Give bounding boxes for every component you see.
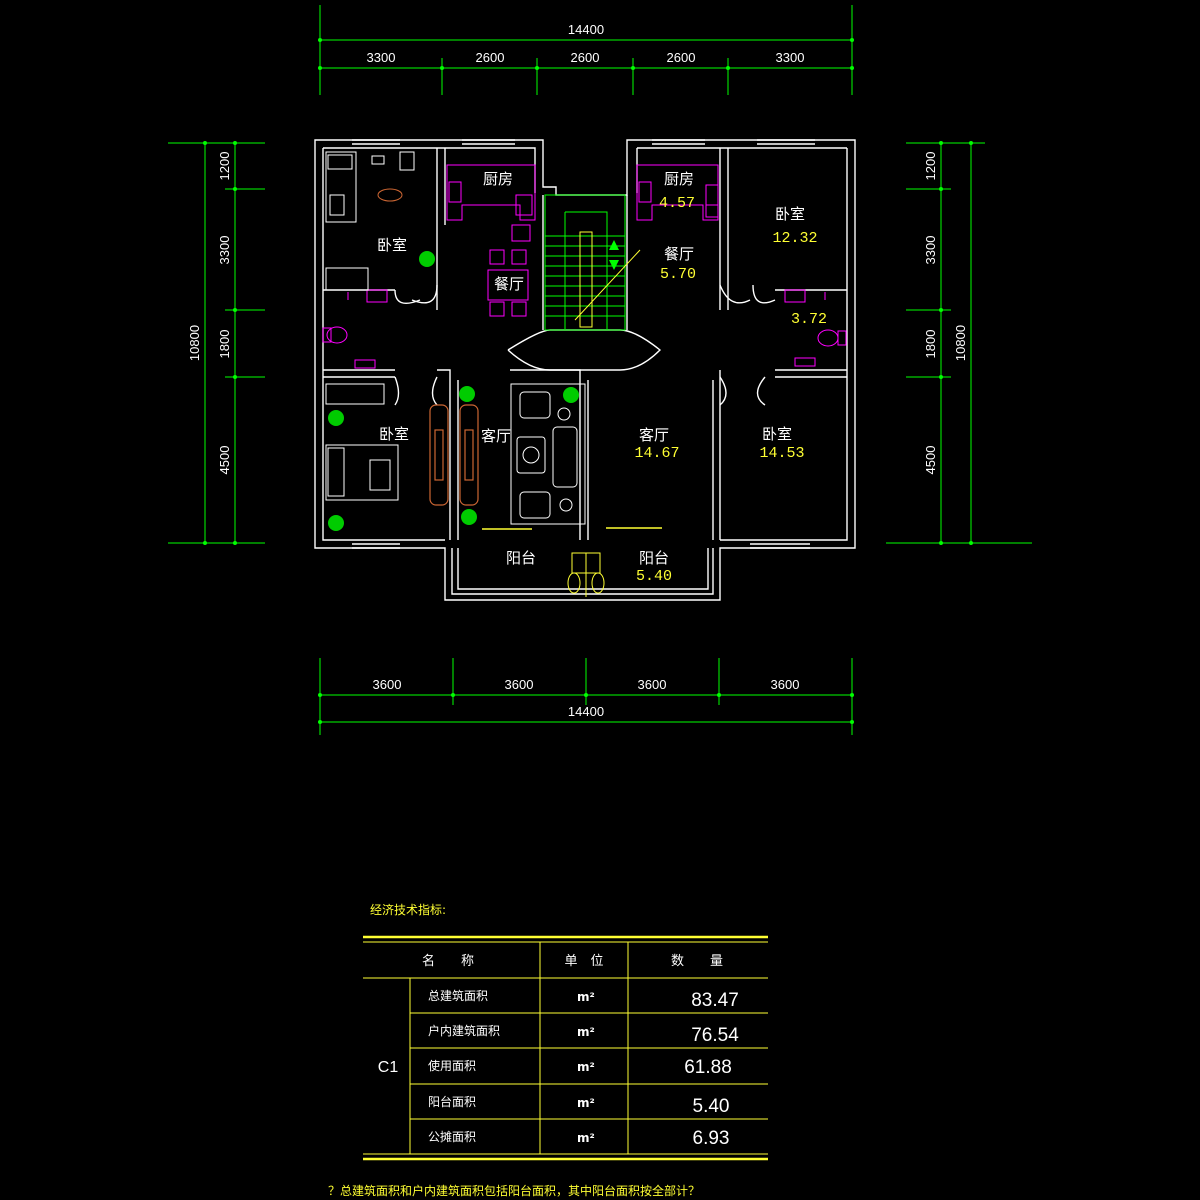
walls: [314, 139, 856, 601]
kitchen-fixtures: [446, 164, 719, 242]
right-segment-dimension: 1800: [923, 330, 938, 359]
table-row-value: 61.88: [684, 1057, 732, 1078]
left-total-dimension: 10800: [187, 325, 202, 361]
top-dimension-ticks: [318, 38, 854, 70]
top-total-dimension: 14400: [568, 22, 604, 37]
room-area-bedroom-right-top: 12.32: [772, 230, 817, 247]
table-title: 经济技术指标:: [370, 902, 446, 917]
bedroom-furniture: [325, 151, 415, 501]
room-area-bath-right: 3.72: [791, 311, 827, 328]
table-header-unit: 单 位: [564, 954, 603, 969]
left-segment-dimension: 3300: [217, 236, 232, 265]
right-total-dimension: 10800: [953, 325, 968, 361]
room-area-kitchen-right: 4.57: [659, 195, 695, 212]
room-label-balcony-left: 阳台: [506, 549, 536, 567]
balcony-furniture: [567, 552, 605, 597]
table-row-value: 76.54: [691, 1025, 739, 1046]
room-area-bedroom-right-bottom: 14.53: [759, 445, 804, 462]
bottom-segment-dimension: 3600: [771, 677, 800, 692]
top-segment-dimension: 2600: [571, 50, 600, 65]
bottom-segment-dimension: 3600: [505, 677, 534, 692]
room-label-balcony-right: 阳台: [639, 549, 669, 567]
sliding-doors: [482, 527, 662, 530]
table-row-unit: m²: [577, 1131, 595, 1145]
room-label-bedroom-left-top: 卧室: [377, 236, 407, 254]
bathroom-fixtures: [322, 289, 847, 369]
table-row-name: 公摊面积: [428, 1130, 476, 1144]
table-footnote: ？总建筑面积和户内建筑面积包括阳台面积，其中阳台面积按全部计？: [328, 1183, 700, 1198]
table-row-value: 5.40: [693, 1096, 730, 1117]
stair-direction-arrows: [609, 240, 619, 270]
room-label-bedroom-right-top: 卧室: [775, 205, 805, 223]
room-label-living-right: 客厅: [639, 426, 669, 444]
room-label-living-left: 客厅: [481, 427, 511, 445]
table-row-unit: m²: [577, 1025, 595, 1039]
top-segment-dimension: 2600: [667, 50, 696, 65]
room-area-balcony-right: 5.40: [636, 568, 672, 585]
room-label-bedroom-left-bottom: 卧室: [379, 425, 409, 443]
bottom-segment-dimension: 3600: [373, 677, 402, 692]
living-room-furniture: [510, 383, 586, 525]
left-segment-dimension: 1200: [217, 152, 232, 181]
table-row-name: 总建筑面积: [428, 988, 488, 1003]
top-segment-dimension: 3300: [367, 50, 396, 65]
right-segment-dimension: 4500: [923, 446, 938, 475]
room-label-kitchen-right: 厨房: [664, 170, 694, 188]
bottom-dimension-ticks: [318, 693, 854, 724]
top-dimension-lines: [319, 5, 853, 95]
bottom-total-dimension: 14400: [568, 704, 604, 719]
table-grid: [363, 935, 768, 1161]
right-segment-dimension: 3300: [923, 236, 938, 265]
plant-icons: [328, 251, 579, 531]
room-area-living-right: 14.67: [634, 445, 679, 462]
table-row-unit: m²: [577, 1060, 595, 1074]
table-group-label: C1: [378, 1059, 399, 1076]
left-dimension-lines: [168, 142, 265, 544]
table-header-name: 名 称: [422, 953, 474, 969]
table-row-value: 6.93: [693, 1128, 730, 1149]
room-label-bedroom-right-bottom: 卧室: [762, 425, 792, 443]
dining-table-living: [429, 404, 479, 506]
room-label-dining-right: 餐厅: [664, 245, 694, 263]
bottom-segment-dimension: 3600: [638, 677, 667, 692]
room-label-dining-left: 餐厅: [494, 275, 524, 293]
table-row-value: 83.47: [691, 990, 739, 1011]
right-dimension-lines: [886, 142, 1032, 544]
left-dimension-ticks: [203, 141, 237, 545]
room-label-kitchen-left: 厨房: [483, 170, 513, 188]
table-row-name: 阳台面积: [428, 1094, 476, 1109]
table-row-unit: m²: [577, 1096, 595, 1110]
table-row-name: 户内建筑面积: [428, 1023, 500, 1038]
left-segment-dimension: 1800: [217, 330, 232, 359]
right-segment-dimension: 1200: [923, 152, 938, 181]
table-row-name: 使用面积: [428, 1058, 476, 1073]
right-dimension-ticks: [939, 141, 973, 545]
left-segment-dimension: 4500: [217, 446, 232, 475]
staircase: [544, 194, 626, 331]
table-header-value: 数 量: [671, 954, 723, 969]
top-segment-dimension: 3300: [776, 50, 805, 65]
table-row-unit: m²: [577, 990, 595, 1004]
room-area-dining-right: 5.70: [660, 266, 696, 283]
staircase-handrail: [574, 231, 641, 328]
top-segment-dimension: 2600: [476, 50, 505, 65]
dining-table-left: [487, 249, 529, 317]
